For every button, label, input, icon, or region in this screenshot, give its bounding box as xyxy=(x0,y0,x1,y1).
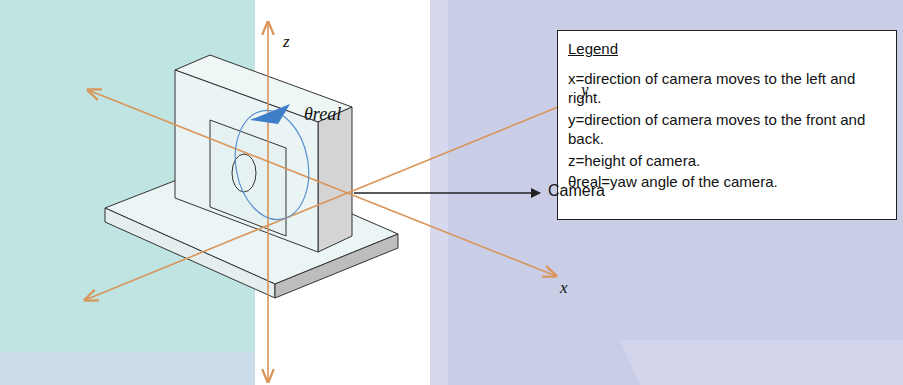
legend-heading: Legend xyxy=(568,39,886,59)
angle-label: θreal xyxy=(304,104,341,125)
bottom-band xyxy=(0,352,255,385)
legend-entry: z=height of camera. xyxy=(568,151,886,171)
lens-plate xyxy=(210,120,286,236)
axis-label: x xyxy=(560,278,568,298)
legend-box: Legend x=direction of camera moves to the… xyxy=(557,30,897,220)
yaw-arrow xyxy=(250,104,290,124)
camera-front xyxy=(175,70,318,252)
axis-label: z xyxy=(283,32,290,52)
legend-entry: θreal=yaw angle of the camera. xyxy=(568,172,886,192)
yaw-ring xyxy=(227,105,317,226)
axis-label: y xyxy=(581,80,589,100)
x-axis xyxy=(88,90,556,276)
bottom-band xyxy=(620,340,903,385)
leader-line xyxy=(354,192,540,193)
camera-side xyxy=(318,107,352,252)
part-label: Camera xyxy=(548,182,605,200)
legend-entry: x=direction of camera moves to the left … xyxy=(568,69,886,108)
legend-entry: y=direction of camera moves to the front… xyxy=(568,110,886,149)
z-axis xyxy=(267,22,269,382)
y-axis xyxy=(85,100,575,300)
